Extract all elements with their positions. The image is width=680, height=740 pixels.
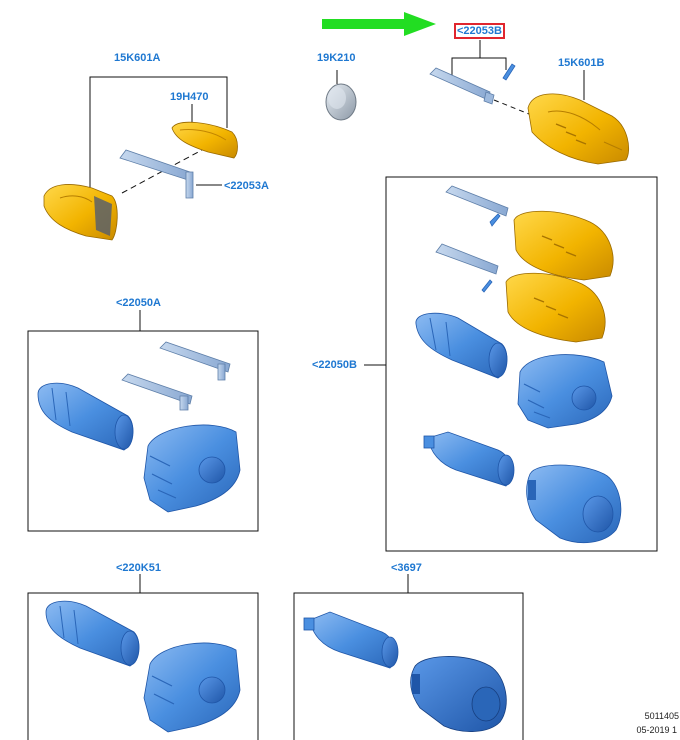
- kit-b-frame: [385, 176, 658, 552]
- key-blade-left: [119, 149, 194, 199]
- diagram-date: 05-2019 1: [636, 725, 677, 735]
- kit-b-lock-housing: [517, 354, 613, 429]
- kit-3697-ignition-housing: [410, 656, 507, 732]
- blade-kit-b-lines: [451, 40, 585, 117]
- part-label-22053a[interactable]: <22053A: [224, 180, 269, 192]
- part-label-22053b-highlighted[interactable]: <22053B: [454, 23, 505, 39]
- part-label-19k210[interactable]: 19K210: [317, 52, 356, 64]
- kit-b-ignition-housing: [526, 464, 622, 543]
- kit-b-fob-1: [513, 210, 614, 281]
- kit-b-ignition-cylinder: [423, 431, 515, 487]
- part-label-22050a[interactable]: <22050A: [116, 297, 161, 309]
- kit-b-blade-2: [435, 243, 499, 293]
- kit-k51-lock-cylinder: [45, 600, 140, 667]
- kit-k51-lock-housing: [143, 642, 241, 733]
- kit-a-blade-1: [159, 341, 231, 381]
- part-label-220k51[interactable]: <220K51: [116, 562, 161, 574]
- kit-a-lock-housing: [143, 424, 241, 513]
- kit-a-frame: [27, 330, 259, 532]
- part-label-3697[interactable]: <3697: [391, 562, 422, 574]
- battery-coin-cell: [325, 70, 357, 121]
- part-label-19h470[interactable]: 19H470: [170, 91, 209, 103]
- kit-b-lock-cylinder: [415, 312, 508, 379]
- diagram-reference-number: 5011405: [644, 711, 679, 721]
- key-fob-right-top: [527, 93, 629, 165]
- kit-3697-frame: [293, 592, 524, 740]
- key-fob-left: [43, 184, 118, 241]
- kit-3697-ignition-cylinder: [303, 611, 399, 669]
- kit-k51-frame: [27, 592, 259, 740]
- kit-a-blade-2: [121, 373, 193, 411]
- kit-b-fob-2: [505, 272, 606, 343]
- kit-b-blade-1: [445, 185, 509, 227]
- kit-a-lock-cylinder: [37, 382, 134, 451]
- part-label-22050b[interactable]: <22050B: [312, 359, 357, 371]
- part-label-15k601b[interactable]: 15K601B: [558, 57, 605, 69]
- key-cover-left: [171, 121, 238, 159]
- key-blade-b: [429, 63, 516, 105]
- pointer-arrow-icon: [322, 12, 436, 36]
- part-label-15k601a[interactable]: 15K601A: [114, 52, 161, 64]
